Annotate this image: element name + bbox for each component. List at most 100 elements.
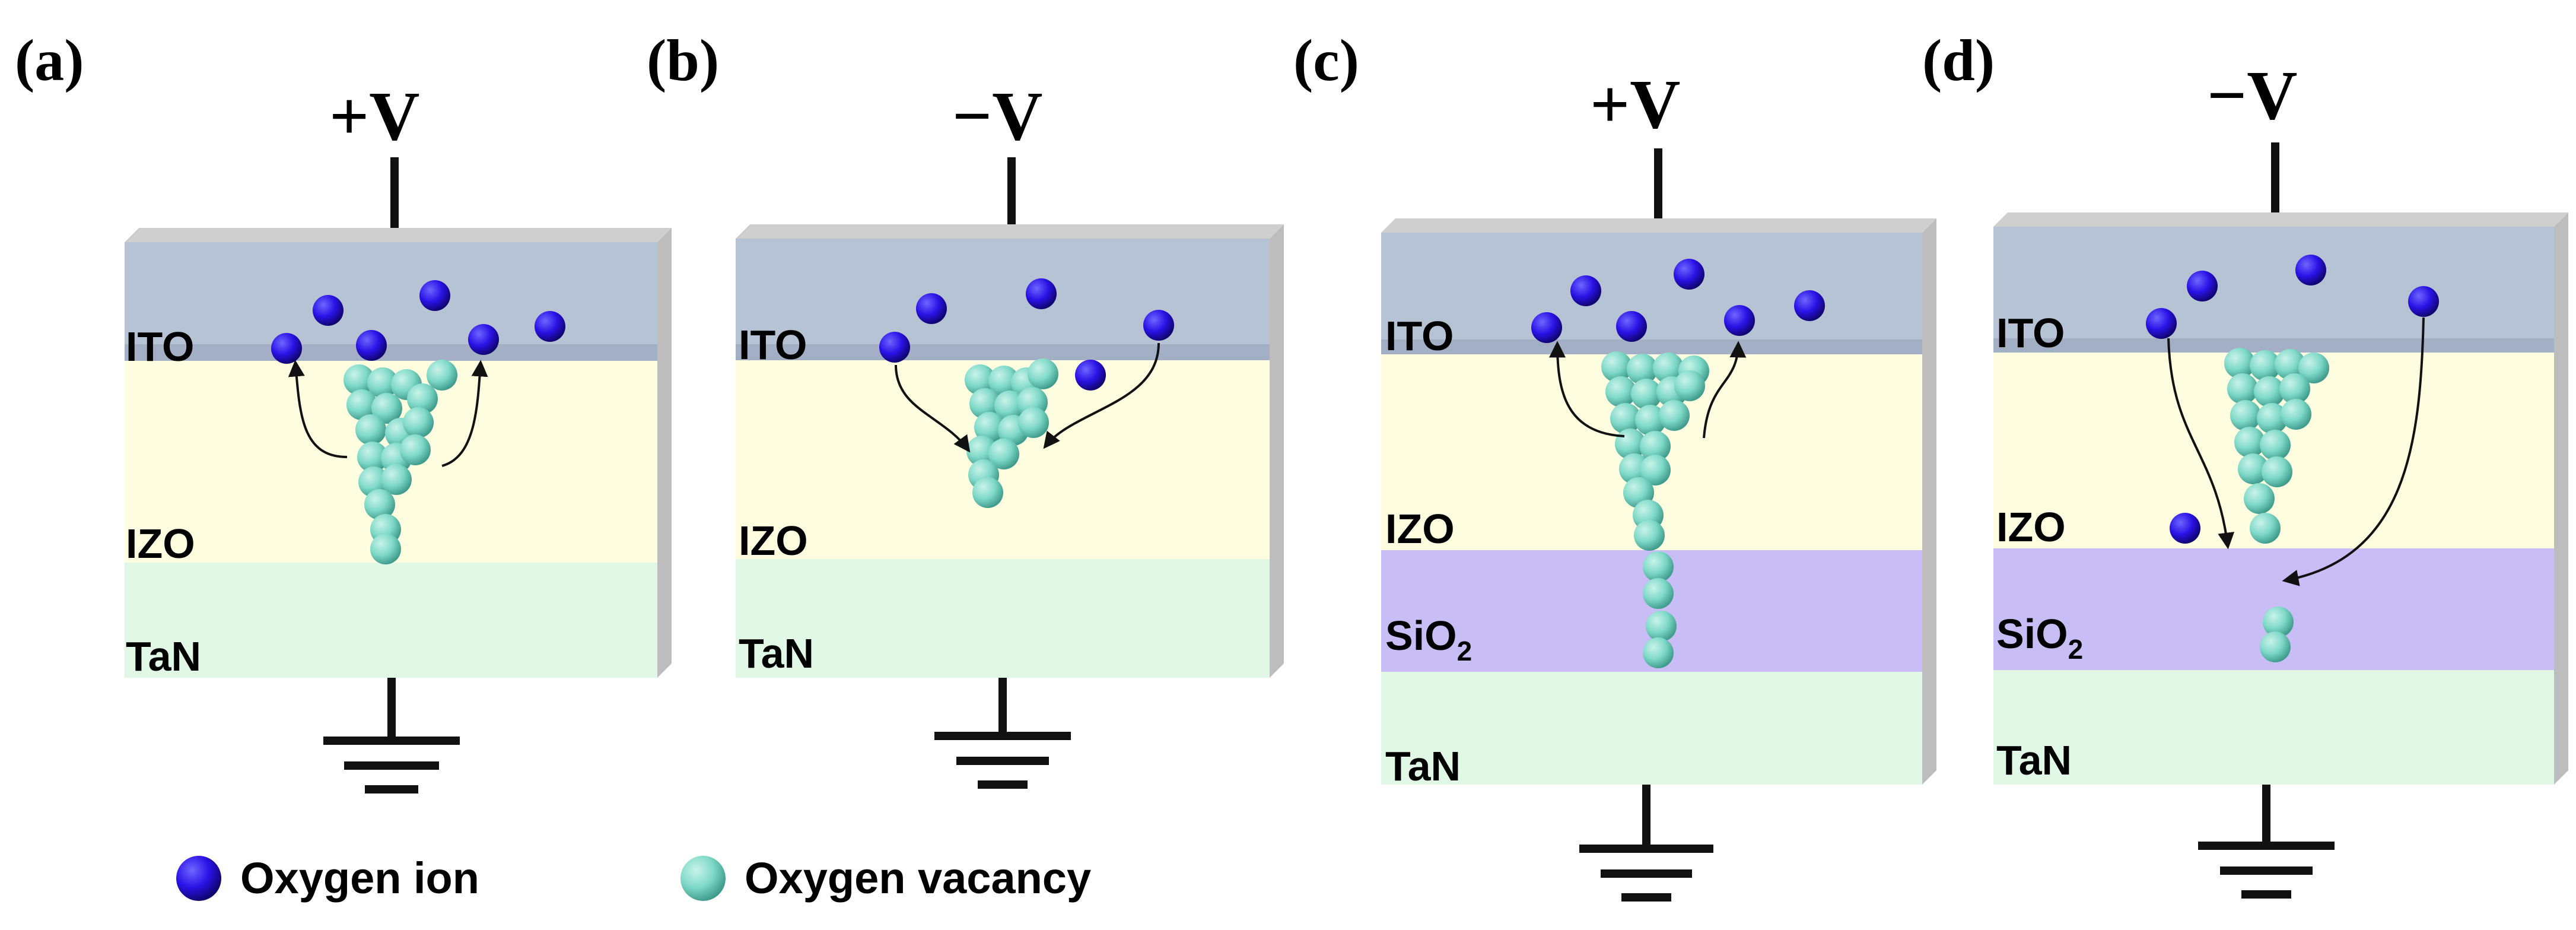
- oxygen-vacancy: [1631, 379, 1662, 410]
- panel-b: (b) −V ITO IZO TaN: [647, 27, 1284, 789]
- panel-c-label: (c): [1293, 27, 1359, 93]
- panel-a-label: (a): [15, 27, 84, 93]
- panel-a-oxygen-ions: [271, 280, 565, 364]
- oxygen-vacancy: [2244, 483, 2275, 514]
- panel-c-top-face: [1381, 218, 1936, 233]
- panel-c-voltage: +V: [1590, 65, 1680, 143]
- panel-c: (c) +V ITO IZO SiO2 TaN: [1293, 27, 1936, 902]
- panel-b-arrow-right: [1043, 342, 1160, 449]
- oxygen-vacancy: [1635, 405, 1666, 436]
- oxygen-vacancy: [2234, 427, 2265, 458]
- panel-c-side-face: [1922, 218, 1936, 785]
- panel-b-top-face: [736, 224, 1284, 239]
- oxygen-ion: [1075, 360, 1106, 391]
- oxygen-vacancy: [1643, 551, 1674, 582]
- panel-a-side-face: [657, 228, 672, 678]
- oxygen-ion: [1531, 312, 1562, 343]
- oxygen-vacancy: [1646, 611, 1677, 642]
- oxygen-vacancy: [965, 364, 996, 395]
- panel-b-izo-label: IZO: [739, 518, 808, 564]
- oxygen-ion: [1674, 259, 1704, 290]
- oxygen-vacancy: [2275, 349, 2305, 380]
- panel-a-ito-label: ITO: [126, 323, 194, 370]
- panel-a-top-face: [125, 228, 672, 242]
- panel-d-vacancy-filament: [2224, 348, 2329, 662]
- oxygen-vacancy: [1640, 431, 1671, 462]
- oxygen-ion: [313, 295, 344, 326]
- oxygen-ion: [916, 293, 947, 324]
- oxygen-ion: [271, 333, 302, 364]
- oxygen-ion: [419, 280, 450, 311]
- oxygen-ion: [2295, 255, 2326, 285]
- panel-b-tan-label: TaN: [739, 630, 814, 677]
- oxygen-vacancy: [2298, 353, 2329, 383]
- oxygen-vacancy: [1653, 353, 1684, 383]
- oxygen-vacancy: [2279, 373, 2310, 404]
- legend-oxygen-ion-label: Oxygen ion: [240, 853, 479, 903]
- panel-b-ito-label: ITO: [739, 322, 807, 368]
- oxygen-ion: [879, 332, 910, 363]
- panel-d-sio2-label: SiO2: [1996, 611, 2083, 665]
- oxygen-vacancy: [2250, 513, 2281, 544]
- panel-a-tan-label: TaN: [126, 633, 201, 680]
- oxygen-vacancy: [1640, 455, 1671, 485]
- oxygen-ion: [1570, 275, 1601, 306]
- oxygen-ion: [468, 324, 499, 355]
- panel-b-ito-layer: [736, 239, 1270, 360]
- panel-a-arrow-right: [441, 360, 488, 467]
- oxygen-vacancy: [2254, 376, 2285, 407]
- oxygen-ion: [1724, 305, 1755, 336]
- oxygen-vacancy: [2260, 631, 2291, 662]
- panel-a-izo-label: IZO: [126, 520, 195, 567]
- panel-d: (d) −V ITO IZO SiO2 TaN: [1922, 27, 2568, 899]
- oxygen-ion: [356, 330, 387, 361]
- panel-b-vacancy-filament: [965, 358, 1058, 508]
- panel-a-ground-symbol: [323, 678, 460, 793]
- oxygen-vacancy: [407, 383, 438, 414]
- panel-c-tan-label: TaN: [1385, 743, 1461, 789]
- oxygen-vacancy: [2263, 607, 2294, 637]
- oxygen-vacancy: [370, 534, 401, 564]
- oxygen-vacancy: [1018, 407, 1049, 438]
- oxygen-ion: [1026, 278, 1057, 309]
- panel-d-tan-label: TaN: [1996, 737, 2072, 783]
- oxygen-ion: [2170, 513, 2200, 544]
- oxygen-vacancy: [1674, 370, 1705, 401]
- panel-d-ito-label: ITO: [1996, 310, 2065, 356]
- oxygen-vacancy: [2224, 348, 2255, 379]
- oxygen-vacancy: [2250, 350, 2281, 381]
- panel-d-label: (d): [1922, 27, 1995, 93]
- panel-c-ito-layer: [1381, 233, 1922, 354]
- oxygen-vacancy: [2257, 403, 2288, 434]
- oxygen-vacancy: [2260, 430, 2291, 461]
- panel-c-tan-layer: [1381, 672, 1922, 785]
- oxygen-vacancy: [1610, 403, 1641, 434]
- panel-b-tan-layer: [736, 559, 1270, 678]
- oxygen-vacancy: [344, 364, 374, 395]
- oxygen-vacancy: [355, 414, 386, 445]
- panel-a-voltage: +V: [329, 77, 419, 155]
- panel-c-oxygen-ions: [1531, 259, 1825, 343]
- panel-d-arrow-left: [2167, 338, 2235, 550]
- panel-d-arrow-right: [2282, 317, 2425, 586]
- oxygen-vacancy: [367, 367, 398, 398]
- oxygen-vacancy: [2238, 453, 2269, 484]
- panel-d-tan-layer: [1993, 670, 2554, 785]
- panel-c-arrow-left: [1549, 341, 1625, 437]
- legend: Oxygen ion Oxygen vacancy: [176, 853, 1091, 903]
- panel-d-ito-layer: [1993, 227, 2554, 353]
- panel-c-ground-symbol: [1579, 785, 1713, 902]
- oxygen-vacancy: [969, 388, 1000, 419]
- oxygen-vacancy: [357, 442, 388, 472]
- panel-b-ground-symbol: [934, 678, 1071, 789]
- panel-d-top-face: [1993, 212, 2568, 227]
- oxygen-vacancy: [2281, 399, 2311, 430]
- oxygen-ion: [535, 311, 565, 342]
- oxygen-vacancy: [371, 393, 402, 424]
- panel-c-sio2-label: SiO2: [1385, 612, 1472, 666]
- panel-c-arrow-right: [1703, 341, 1747, 439]
- oxygen-ion: [1143, 310, 1174, 341]
- oxygen-vacancy: [403, 407, 434, 438]
- oxygen-vacancy: [1627, 354, 1658, 385]
- panel-d-side-face: [2554, 212, 2568, 785]
